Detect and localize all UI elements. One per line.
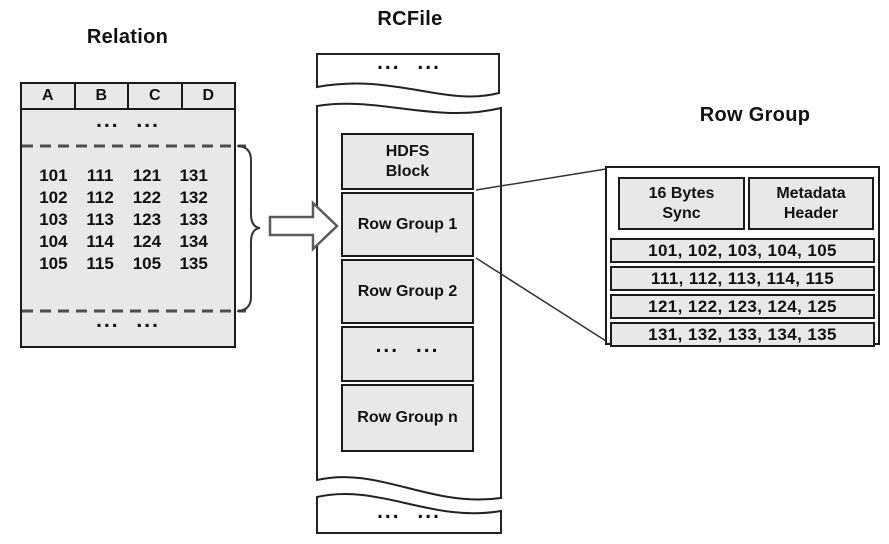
table-cell: 132 [179, 188, 208, 207]
ellipsis-dots: ... ... [96, 108, 160, 132]
row-group-ellipsis-box: ... ... [341, 326, 474, 382]
rowgroup-title: Row Group [699, 104, 811, 126]
rowgroup-detail-box: 16 Bytes Sync Metadata Header 101, 102, … [605, 166, 880, 347]
table-cell: 105 [39, 254, 68, 273]
table-row: 103 113 123 133 [30, 209, 217, 231]
relation-column-header: A [41, 87, 54, 104]
rcfile-ellipsis-bottom: ... ... [317, 500, 501, 532]
connector-line-top [475, 168, 607, 191]
table-row: 104 114 124 134 [30, 231, 217, 253]
table-row: 105 115 105 135 [30, 253, 217, 275]
ellipsis-dots: ... ... [96, 308, 160, 332]
relation-ellipsis-bottom: ... ... [22, 308, 234, 344]
relation-column-header: B [73, 84, 128, 108]
column-values-row: 111, 112, 113, 114, 115 [610, 266, 875, 291]
rcfile-title: RCFile [377, 8, 443, 30]
table-cell: 115 [86, 254, 114, 273]
connector-line-bottom [475, 257, 607, 342]
table-cell: 122 [132, 188, 162, 207]
sync-marker-box: 16 Bytes Sync [618, 177, 745, 230]
table-cell: 135 [179, 254, 208, 273]
relation-header-row: A B C D [22, 84, 234, 110]
column-values-row: 131, 132, 133, 134, 135 [610, 322, 875, 347]
row-group-2-box: Row Group 2 [341, 259, 474, 324]
table-cell: 131 [179, 166, 208, 185]
table-cell: 133 [179, 210, 208, 229]
column-values-row: 121, 122, 123, 124, 125 [610, 294, 875, 319]
table-cell: 111 [86, 166, 114, 185]
relation-column-header: D [180, 84, 235, 108]
table-cell: 124 [132, 232, 162, 251]
ellipsis-dots: ... ... [377, 50, 441, 74]
table-cell: 123 [132, 210, 162, 229]
relation-ellipsis-top: ... ... [22, 108, 234, 146]
ellipsis-dots: ... ... [375, 334, 440, 357]
right-arrow-icon [268, 200, 339, 252]
table-cell: 112 [86, 188, 114, 207]
table-cell: 113 [86, 210, 114, 229]
metadata-header-box: Metadata Header [748, 177, 874, 230]
column-values-row: 101, 102, 103, 104, 105 [610, 238, 875, 263]
table-cell: 134 [179, 232, 208, 251]
table-row: 102 112 122 132 [30, 187, 217, 209]
hdfs-block-box: HDFS Block [341, 133, 474, 190]
table-cell: 103 [39, 210, 68, 229]
table-cell: 105 [132, 254, 162, 273]
table-cell: 104 [39, 232, 68, 251]
relation-column-header: C [127, 84, 181, 108]
selection-brace [237, 145, 261, 312]
table-cell: 114 [86, 232, 114, 251]
row-group-1-box: Row Group 1 [341, 192, 474, 257]
table-cell: 102 [39, 188, 68, 207]
table-cell: 101 [39, 166, 68, 185]
relation-data-rows: 101 111 121 131 102 112 122 132 103 113 … [22, 146, 234, 311]
ellipsis-dots: ... ... [377, 499, 441, 523]
table-cell: 121 [132, 166, 162, 185]
row-group-n-box: Row Group n [341, 384, 474, 452]
table-row: 101 111 121 131 [30, 165, 217, 187]
rcfile-ellipsis-top: ... ... [317, 51, 501, 84]
relation-table: A B C D ... ... 101 111 121 131 102 112 … [20, 82, 236, 348]
relation-title: Relation [86, 26, 169, 48]
